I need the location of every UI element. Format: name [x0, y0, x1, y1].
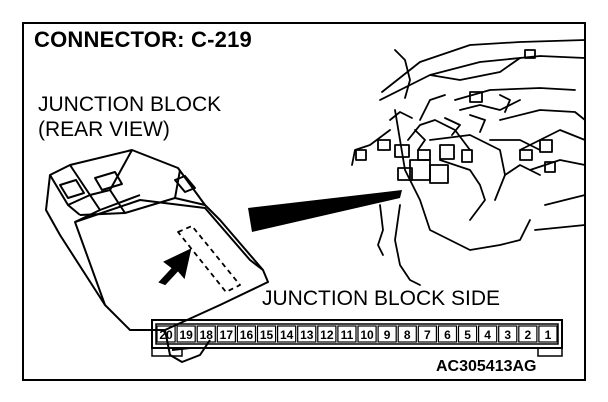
- junction-block-label-line2: (REAR VIEW): [38, 118, 170, 141]
- connector-pin-cell: [417, 325, 437, 343]
- pointer-wedge: [248, 190, 402, 232]
- connector-pin-number: 6: [444, 328, 451, 342]
- connector-pin-cell: [538, 325, 558, 343]
- connector-pin-cell: [277, 325, 297, 343]
- connector-pin-cell: [377, 325, 397, 343]
- connector-pin-cell: [457, 325, 478, 343]
- connector-pin-cell: [518, 325, 538, 343]
- connector-pin-cell: [397, 325, 417, 343]
- connector-pin-cell: [236, 325, 257, 343]
- connector-pin-number: 17: [220, 328, 234, 342]
- connector-pin-number: 18: [200, 328, 214, 342]
- junction-block-side-label: JUNCTION BLOCK SIDE: [262, 287, 501, 310]
- connector-pin-number: 11: [341, 328, 354, 342]
- connector-pin-number: 20: [159, 328, 173, 342]
- connector-pin-number: 14: [280, 328, 294, 342]
- connector-pin-cell: [478, 325, 498, 343]
- connector-pin-cell: [176, 325, 196, 343]
- connector-pin-number: 4: [484, 328, 491, 342]
- junction-block-illustration: [45, 149, 269, 363]
- connector-pin-cell: [216, 325, 237, 343]
- connector-pin-cell: [437, 325, 458, 343]
- connector-pin-number: 15: [260, 328, 274, 342]
- connector-pin-cell: [256, 325, 277, 343]
- connector-pin-cell: [498, 325, 518, 343]
- connector-pin-number: 19: [179, 328, 193, 342]
- connector-pin-number: 16: [240, 328, 254, 342]
- connector-pin-cell: [156, 325, 176, 343]
- connector-pin-cell: [337, 325, 357, 343]
- connector-inner: [155, 323, 559, 345]
- connector-pin-cell: [196, 325, 216, 343]
- connector-pin-number: 10: [360, 328, 374, 342]
- connector-pin-number: 3: [504, 328, 511, 342]
- page-title: CONNECTOR: C-219: [34, 27, 252, 52]
- outer-border: [22, 22, 586, 381]
- connector-pin-number: 2: [525, 328, 532, 342]
- connector-pin-cell: [357, 325, 377, 343]
- dashboard-wiring-illustration: [351, 39, 586, 286]
- connector-pin-number: 13: [300, 328, 314, 342]
- connector-pin-cell: [317, 325, 337, 343]
- connector-pin-cell: [297, 325, 317, 343]
- arrow-icon: [158, 248, 192, 286]
- connector-pin-number: 12: [320, 328, 334, 342]
- junction-block-label-line1: JUNCTION BLOCK: [38, 93, 222, 116]
- connector-outline: [151, 319, 563, 349]
- connector-pin-number: 5: [464, 328, 471, 342]
- connector-key-left: [151, 347, 183, 357]
- connector-pin-number: 1: [545, 328, 552, 342]
- connector-pin-number: 9: [384, 328, 391, 342]
- connector-pin-number: 8: [404, 328, 411, 342]
- figure-code: AC305413AG: [436, 358, 537, 375]
- connector-key-right: [537, 347, 563, 357]
- junction-block-label: JUNCTION BLOCK (REAR VIEW): [38, 92, 221, 142]
- connector-pin-number: 7: [424, 328, 431, 342]
